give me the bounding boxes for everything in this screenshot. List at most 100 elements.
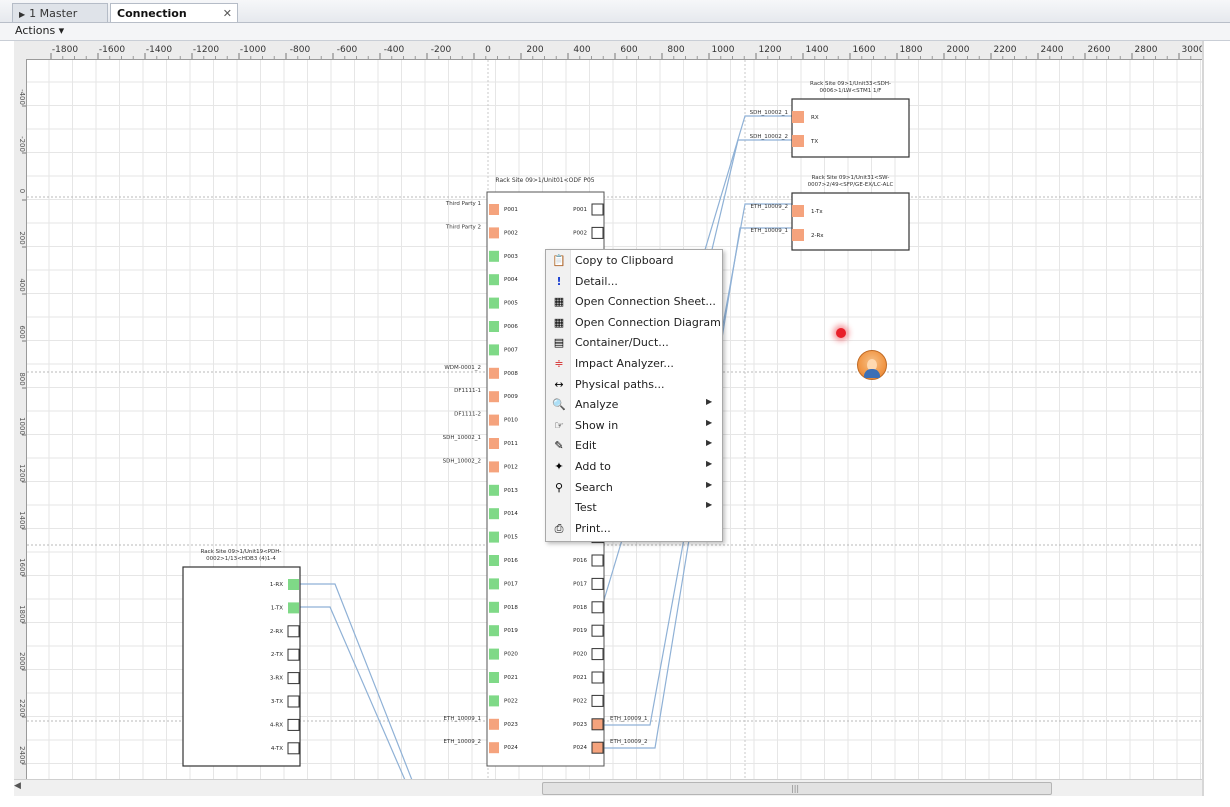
ddf-left-port-label: P005	[504, 301, 518, 307]
horizontal-ruler: -1800-1600-1400-1200-1000-800-600-400-20…	[14, 41, 1202, 60]
ruler-label: 1400	[18, 511, 26, 529]
ddf-right-link-label: ETH_10009_1	[610, 716, 647, 722]
ruler-label: 400	[18, 278, 26, 291]
menu-item-copy-to-clipboard[interactable]: 📋Copy to Clipboard	[546, 251, 722, 271]
pdh-port	[287, 672, 300, 685]
menu-item-edit[interactable]: ✎Edit▶	[546, 436, 722, 456]
ddf-right-port-label: P024	[573, 745, 587, 751]
pdh-port	[287, 648, 300, 661]
menu-item-label: Test	[575, 501, 597, 515]
ddf-left-port	[489, 555, 499, 566]
vertical-scrollbar-track[interactable]	[1202, 41, 1204, 796]
expand-triangle-icon[interactable]: ▶	[19, 10, 26, 19]
ddf-left-port-label: P003	[504, 254, 518, 260]
ruler-label: 800	[18, 372, 26, 385]
ddf-left-port-label: P004	[504, 277, 518, 283]
pdh-port-label: 2-RX	[270, 629, 283, 635]
printer-icon: ⎙	[554, 521, 564, 535]
ddf-right-port-label: P018	[573, 605, 587, 611]
ddf-left-port	[489, 648, 499, 660]
ruler-label: 1200	[18, 464, 26, 482]
menu-item-open-connection-sheet[interactable]: ▦Open Connection Sheet...	[546, 292, 722, 312]
menu-item-label: Detail...	[575, 274, 618, 288]
ddf-left-port-label: P012	[504, 464, 518, 470]
menu-item-container-duct[interactable]: ▤Container/Duct...	[546, 333, 722, 353]
pdh-port	[287, 625, 300, 638]
add-to-icon: ✦	[554, 460, 564, 473]
menu-item-detail[interactable]: !Detail...	[546, 272, 722, 292]
ddf-left-port	[489, 601, 499, 613]
menu-item-show-in[interactable]: ☞Show in▶	[546, 416, 722, 436]
ddf-left-port	[489, 250, 499, 262]
ruler-label: 200	[526, 45, 543, 55]
scrollbar-thumb[interactable]: |||	[542, 782, 1052, 795]
ruler-label: 1600	[18, 558, 26, 576]
menu-item-add-to[interactable]: ✦Add to▶	[546, 457, 722, 477]
ruler-label: -1800	[52, 45, 78, 55]
sdh_box-link-label: SDH_10002_1	[750, 110, 788, 116]
ruler-label: -1400	[146, 45, 172, 55]
ddf-left-port-label: P018	[504, 605, 518, 611]
ddf-right-port-label: P019	[573, 628, 587, 634]
ddf-right-port	[591, 601, 604, 614]
ddf-left-port-label: P019	[504, 628, 518, 634]
pdh-title: 0002>1/13<HDB3 (4)1-4	[206, 556, 276, 562]
ruler-label: 600	[18, 325, 26, 338]
ddf-left-link-label: WDM-0001_2	[444, 365, 481, 371]
sdh_box-port	[792, 135, 804, 147]
ddf-title: Rack Site 09>1/Unit01<ODF P05	[495, 177, 594, 184]
ddf-right-port	[591, 554, 604, 567]
actions-menu-button[interactable]: Actions ▾	[15, 24, 65, 37]
connection-line	[689, 115, 792, 301]
ddf-left-port	[489, 508, 499, 520]
menu-item-physical-paths[interactable]: ↔Physical paths...	[546, 375, 722, 395]
ddf-left-port	[489, 695, 499, 707]
ddf-left-link-label: SDH_10002_1	[443, 435, 481, 441]
edit-icon: ✎	[554, 439, 564, 453]
pdh-port	[287, 695, 300, 708]
vertical-ruler-svg: -400-20002004006008001000120014001600180…	[18, 89, 26, 765]
close-icon[interactable]: ✕	[222, 7, 232, 20]
ruler-label: 1800	[18, 605, 26, 623]
tab-master-data[interactable]: ▶1 Master data	[12, 3, 108, 40]
ddf-left-port	[489, 531, 499, 543]
menu-item-label: Impact Analyzer...	[575, 357, 674, 370]
ruler-label: 1800	[900, 45, 923, 55]
ddf-left-port	[489, 438, 499, 449]
ruler-label: 2600	[1088, 45, 1111, 55]
eth_box-port-label: 1-Tx	[811, 209, 823, 215]
user-avatar-icon	[857, 350, 887, 380]
grip-icon: |||	[791, 784, 800, 793]
ddf-left-link-label: ETH_10009_2	[444, 739, 481, 745]
ddf-left-port	[489, 484, 499, 496]
tab-connection-diagram[interactable]: Connection Diagram✕	[110, 3, 238, 39]
sdh_box-port-label: TX	[810, 139, 818, 145]
ruler-label: -800	[290, 45, 311, 55]
sdh_box-title: 0006>1/LW<STM1 1/F	[820, 88, 882, 94]
ddf-left-port-label: P021	[504, 675, 518, 681]
pdh-port	[287, 742, 300, 755]
sdh_box-title: Rack Site 09>1/Unit33<SDH-	[810, 81, 891, 87]
menu-item-search[interactable]: ⚲Search▶	[546, 478, 722, 498]
menu-item-test[interactable]: Test▶	[546, 498, 722, 518]
ruler-label: 600	[620, 45, 637, 55]
eth_box-port	[792, 229, 804, 241]
submenu-arrow-icon: ▶	[706, 417, 713, 427]
ddf-left-port-label: P011	[504, 441, 518, 447]
scroll-left-arrow-icon[interactable]: ◀	[14, 781, 21, 791]
connection-line	[294, 606, 406, 779]
horizontal-scrollbar[interactable]: ◀ |||	[14, 779, 1202, 796]
menu-item-open-connection-diagram[interactable]: ▦Open Connection Diagram	[546, 313, 722, 333]
ddf-left-port	[489, 742, 499, 754]
ddf-left-port-label: P009	[504, 394, 518, 400]
ruler-label: 2200	[18, 699, 26, 717]
ddf-right-link-label: ETH_10009_2	[610, 739, 647, 745]
menu-item-print[interactable]: ⎙Print...	[546, 519, 722, 539]
ddf-left-port	[489, 204, 499, 215]
ruler-label: 1600	[853, 45, 876, 55]
ddf-left-port	[489, 367, 499, 379]
eth_box-box	[791, 192, 910, 251]
menu-item-impact-analyzer[interactable]: ≑Impact Analyzer...	[546, 354, 722, 374]
menu-item-label: Analyze	[575, 398, 619, 412]
menu-item-analyze[interactable]: 🔍Analyze▶	[546, 395, 722, 415]
